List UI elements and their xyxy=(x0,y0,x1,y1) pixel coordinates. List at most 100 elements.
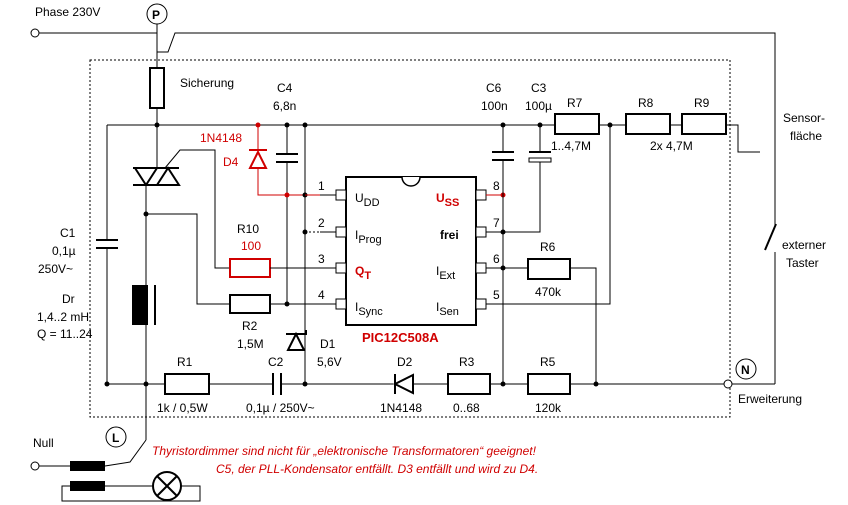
c6-value: 100n xyxy=(481,99,508,113)
wire xyxy=(61,485,150,502)
r5-name: R5 xyxy=(540,355,556,369)
c1-name: C1 xyxy=(60,226,76,240)
pin-number-2: 2 xyxy=(318,216,325,230)
pin-number-1: 1 xyxy=(318,179,325,193)
erweiterung-label: Erweiterung xyxy=(738,392,802,406)
junction xyxy=(593,381,599,387)
n-marker-label: N xyxy=(741,363,750,377)
pin-number-3: 3 xyxy=(318,252,325,266)
r7-value: 1..4,7M xyxy=(551,139,591,153)
pin-name-udd: UDD xyxy=(355,191,380,209)
d1-bar xyxy=(286,330,307,335)
pin-name-isen: ISen xyxy=(436,300,459,318)
chip-body xyxy=(345,176,477,326)
chip-pin-5 xyxy=(475,298,487,310)
r2-name: R2 xyxy=(242,319,258,333)
fuse-label: Sicherung xyxy=(180,76,234,90)
lamp-cross xyxy=(156,475,178,497)
r10-name: R10 xyxy=(237,222,259,236)
wire xyxy=(570,267,597,384)
r3-resistor xyxy=(447,373,491,395)
r3-name: R3 xyxy=(459,355,475,369)
chip-pin-6 xyxy=(475,262,487,274)
pin-number-6: 6 xyxy=(493,252,500,266)
triac-symbol xyxy=(133,167,159,187)
n-marker xyxy=(735,358,757,380)
r6-name: R6 xyxy=(540,240,556,254)
c2-name: C2 xyxy=(268,355,284,369)
pin-name-frei: frei xyxy=(440,228,459,242)
triac-symbol xyxy=(155,166,181,186)
wire xyxy=(146,213,230,305)
r3-value: 0..68 xyxy=(453,401,480,415)
d4-diode xyxy=(248,149,268,169)
r7-name: R7 xyxy=(567,96,583,110)
pin-number-8: 8 xyxy=(493,179,500,193)
phase-label: Phase 230V xyxy=(35,5,100,19)
r9-resistor xyxy=(681,113,727,135)
pin-name-iprog: IProg xyxy=(355,228,382,246)
fuse xyxy=(149,67,165,109)
chip-name: PIC12C508A xyxy=(362,330,439,345)
r8-name: R8 xyxy=(638,96,654,110)
gate-wire xyxy=(164,149,230,269)
c3-plate-neg xyxy=(528,157,552,163)
r2-resistor xyxy=(229,294,271,314)
ext-switch xyxy=(764,223,777,251)
junction xyxy=(537,122,543,128)
c2-value: 0,1µ / 250V~ xyxy=(246,401,315,415)
r5-value: 120k xyxy=(535,401,562,415)
r1-value: 1k / 0,5W xyxy=(157,401,208,415)
pin-number-7: 7 xyxy=(493,216,500,230)
pin-name-uss: USS xyxy=(436,191,459,209)
chip-pin-7 xyxy=(475,226,487,238)
l-marker xyxy=(105,426,127,448)
wire-red xyxy=(257,168,320,196)
r1-resistor xyxy=(164,373,210,395)
c3-value: 100µ xyxy=(525,99,552,113)
sensor-label-2: fläche xyxy=(790,129,822,143)
load-choke xyxy=(70,461,105,471)
d2-name: D2 xyxy=(397,355,413,369)
r5-resistor xyxy=(527,373,571,395)
chip-pin-4 xyxy=(335,298,347,310)
p-marker-label: P xyxy=(152,8,160,22)
r9-name: R9 xyxy=(694,96,710,110)
chip-pin-3 xyxy=(335,262,347,274)
null-terminal xyxy=(30,461,40,471)
choke xyxy=(132,285,148,325)
d4-part: 1N4148 xyxy=(200,131,242,145)
wire xyxy=(150,485,201,502)
r10-value: 100 xyxy=(241,239,261,253)
ext-taster-2: Taster xyxy=(786,256,819,270)
c4-value: 6,8n xyxy=(273,99,296,113)
r6-value: 470k xyxy=(535,285,562,299)
pin-number-4: 4 xyxy=(318,288,325,302)
c4-name: C4 xyxy=(277,81,293,95)
pin-name-isync: ISync xyxy=(355,300,383,318)
sensor-plate xyxy=(726,124,760,153)
sensor-label-1: Sensor- xyxy=(783,111,825,125)
n-terminal xyxy=(723,379,733,389)
dr-value-1: 1,4..2 mH xyxy=(37,310,89,324)
d2-diode xyxy=(392,373,414,395)
wire xyxy=(157,32,776,222)
note-line-2: C5, der PLL-Kondensator entfällt. D3 ent… xyxy=(216,462,538,476)
ext-taster-1: externer xyxy=(782,238,826,252)
r6-resistor xyxy=(527,258,571,280)
junction xyxy=(607,122,613,128)
wire xyxy=(486,125,611,305)
chip-pin-8 xyxy=(475,189,487,201)
note-line-1: Thyristordimmer sind nicht für „elektron… xyxy=(152,444,537,458)
d1-zener xyxy=(286,331,306,351)
c6-name: C6 xyxy=(486,81,502,95)
phase-terminal xyxy=(30,28,40,38)
junction xyxy=(104,381,110,387)
r7-resistor xyxy=(554,113,600,135)
pin-name-iext: IExt xyxy=(436,264,455,282)
d1-value: 5,6V xyxy=(317,355,342,369)
c3-name: C3 xyxy=(531,81,547,95)
pin-number-5: 5 xyxy=(493,288,500,302)
d2-value: 1N4148 xyxy=(380,401,422,415)
